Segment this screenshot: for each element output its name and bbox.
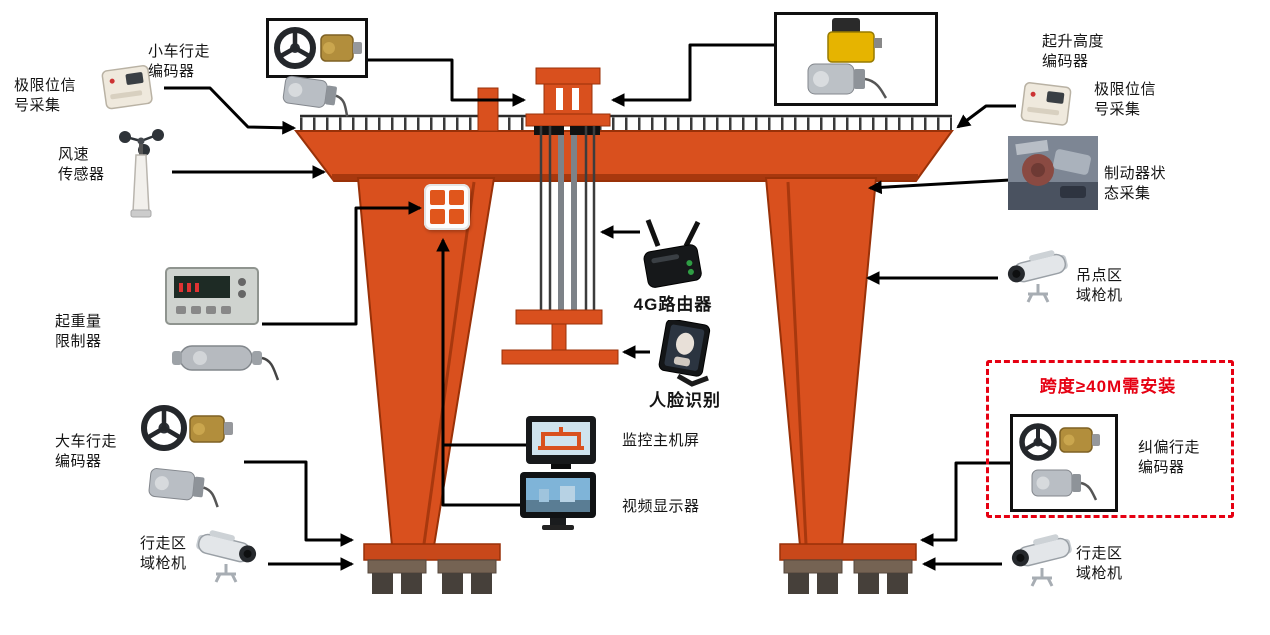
video-display-device bbox=[518, 470, 598, 536]
encoder-icon bbox=[282, 75, 349, 117]
encoder-icon bbox=[148, 468, 219, 508]
correction-encoder-photo bbox=[1010, 414, 1118, 512]
span-requirement-note: 跨度≥40M需安装 bbox=[1039, 377, 1177, 396]
travel-camera-right-device bbox=[1000, 528, 1076, 590]
encoder-icon bbox=[807, 63, 888, 99]
face-recognition-label: 人脸识别 bbox=[649, 391, 721, 410]
handwheel-icon bbox=[141, 405, 187, 451]
line-hoist-height-encoder bbox=[610, 43, 776, 107]
line-screens-to-cabinet bbox=[436, 237, 522, 507]
trolley-encoder-label: 小车行走 编码器 bbox=[148, 43, 211, 80]
handwheel-icon bbox=[1019, 423, 1057, 461]
handwheel-icon bbox=[274, 27, 316, 69]
bullet-camera-icon bbox=[1007, 250, 1068, 303]
line-correction-encoder bbox=[919, 461, 1012, 547]
load-cell-device bbox=[170, 336, 282, 382]
wind-sensor-device bbox=[112, 124, 172, 220]
wind-sensor-label: 风速 传感器 bbox=[58, 146, 105, 183]
brake-status-label: 制动器状 态采集 bbox=[1104, 165, 1167, 202]
line-load-limiter bbox=[262, 201, 423, 326]
limit-signal-device-icon bbox=[1020, 82, 1072, 126]
encoder-icon bbox=[1031, 469, 1098, 501]
span-requirement-box bbox=[986, 360, 1234, 518]
monitor-icon bbox=[526, 416, 596, 469]
router-4g-device bbox=[638, 216, 708, 294]
anemometer-icon bbox=[119, 129, 164, 218]
line-limit-left bbox=[164, 86, 297, 135]
video-display-icon bbox=[520, 472, 596, 530]
video-display-label: 视频显示器 bbox=[622, 498, 700, 515]
hoist-area-camera-label: 吊点区 域枪机 bbox=[1076, 267, 1123, 304]
line-gantry-encoder bbox=[244, 460, 355, 547]
line-brake-status bbox=[867, 178, 1011, 195]
load-limiter-display bbox=[164, 266, 260, 328]
limit-signal-right-label: 极限位信 号采集 bbox=[1094, 81, 1157, 118]
walkway-railing bbox=[300, 114, 952, 131]
router-4g-label: 4G路由器 bbox=[633, 295, 713, 314]
bullet-camera-icon bbox=[1011, 534, 1072, 587]
travel-camera-left-label: 行走区 域枪机 bbox=[140, 535, 187, 572]
bullet-camera-icon bbox=[196, 530, 257, 583]
connection-lines bbox=[164, 43, 1016, 571]
crane-left-leg bbox=[356, 177, 501, 561]
main-girder bbox=[293, 130, 954, 182]
face-terminal-icon bbox=[658, 320, 711, 387]
load-cell-icon bbox=[172, 345, 280, 381]
encoder-icon bbox=[320, 34, 362, 62]
travel-camera-left-device bbox=[192, 524, 268, 586]
spreader-beam bbox=[501, 309, 619, 365]
hoist-ropes bbox=[539, 126, 596, 312]
crane-right-leg bbox=[764, 177, 917, 561]
load-display-icon bbox=[165, 267, 259, 325]
correction-encoder-label: 纠偏行走 编码器 bbox=[1138, 439, 1201, 476]
encoder-icon bbox=[1059, 427, 1100, 453]
line-trolley-encoder bbox=[368, 58, 527, 107]
right-wheel-bogies bbox=[783, 559, 913, 594]
monitor-host-device bbox=[524, 414, 598, 472]
leg-control-cabinet bbox=[424, 184, 470, 230]
limit-switch-icon bbox=[827, 18, 882, 63]
trolley-encoder-cylinder bbox=[280, 69, 355, 118]
brake-status-photo bbox=[1008, 136, 1098, 210]
hoist-height-encoder-photo bbox=[774, 12, 938, 106]
limit-signal-right-device bbox=[1014, 76, 1080, 132]
router-icon bbox=[643, 219, 702, 288]
load-limiter-label: 起重量 限制器 bbox=[55, 313, 102, 350]
limit-signal-device-icon bbox=[101, 65, 153, 110]
hoist-height-encoder-label: 起升高度 编码器 bbox=[1042, 33, 1105, 70]
brake-photo-icon bbox=[1008, 136, 1098, 210]
hoist-area-camera-device bbox=[996, 244, 1072, 306]
gantry-encoder-photo bbox=[138, 400, 242, 514]
line-limit-right bbox=[956, 104, 1016, 129]
monitor-host-label: 监控主机屏 bbox=[622, 432, 700, 449]
trolley-encoder-photo bbox=[266, 18, 368, 78]
face-recognition-device bbox=[648, 320, 724, 392]
limit-signal-left-device bbox=[96, 58, 160, 116]
limit-signal-left-label: 极限位信 号采集 bbox=[14, 77, 77, 114]
travel-camera-right-label: 行走区 域枪机 bbox=[1076, 545, 1123, 582]
encoder-icon bbox=[189, 415, 233, 443]
left-wheel-bogies bbox=[367, 559, 497, 594]
gantry-encoder-label: 大车行走 编码器 bbox=[55, 433, 118, 470]
